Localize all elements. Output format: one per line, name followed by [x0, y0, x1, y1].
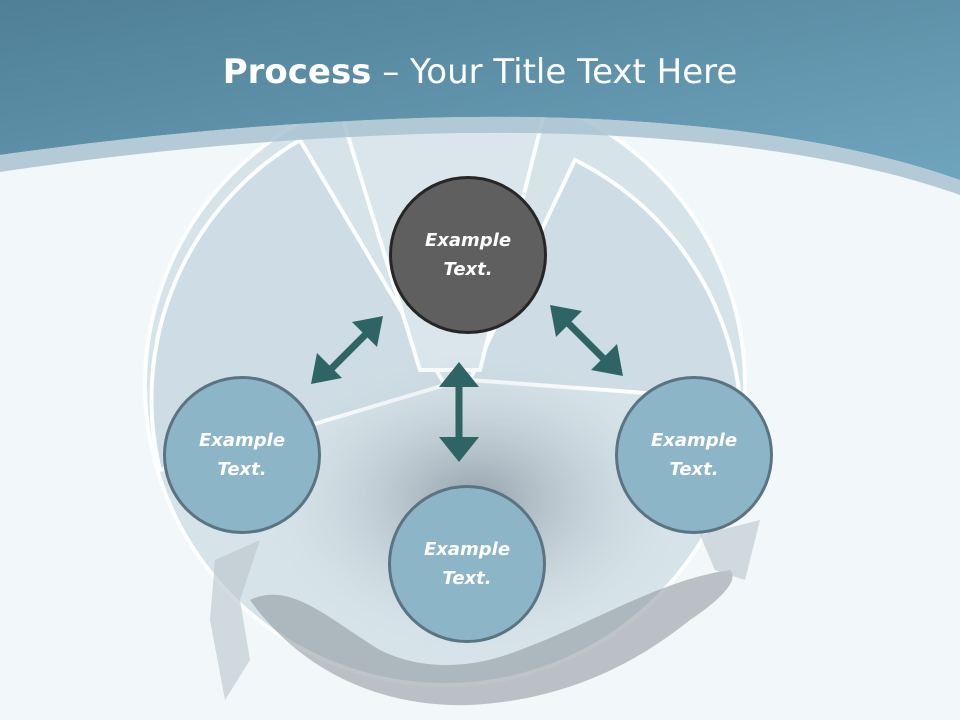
node-left: Example Text.	[163, 376, 321, 534]
arrow-top-right	[550, 305, 623, 376]
node-bottom-text: Example Text.	[423, 539, 511, 589]
arrow-top-left	[311, 316, 383, 384]
node-right: Example Text.	[615, 376, 773, 534]
node-top: Example Text.	[389, 176, 547, 334]
node-left-text: Example Text.	[198, 430, 286, 480]
title-bold: Process	[222, 52, 372, 92]
node-bottom: Example Text.	[388, 485, 546, 643]
header-band	[0, 0, 960, 180]
arrow-vertical	[439, 362, 479, 462]
header-accent	[0, 116, 960, 195]
node-top-text: Example Text.	[424, 230, 512, 280]
arrows	[311, 305, 623, 462]
node-right-text: Example Text.	[650, 430, 738, 480]
title-rest: – Your Title Text Here	[371, 52, 738, 92]
slide-title: Process – Your Title Text Here	[0, 52, 960, 92]
